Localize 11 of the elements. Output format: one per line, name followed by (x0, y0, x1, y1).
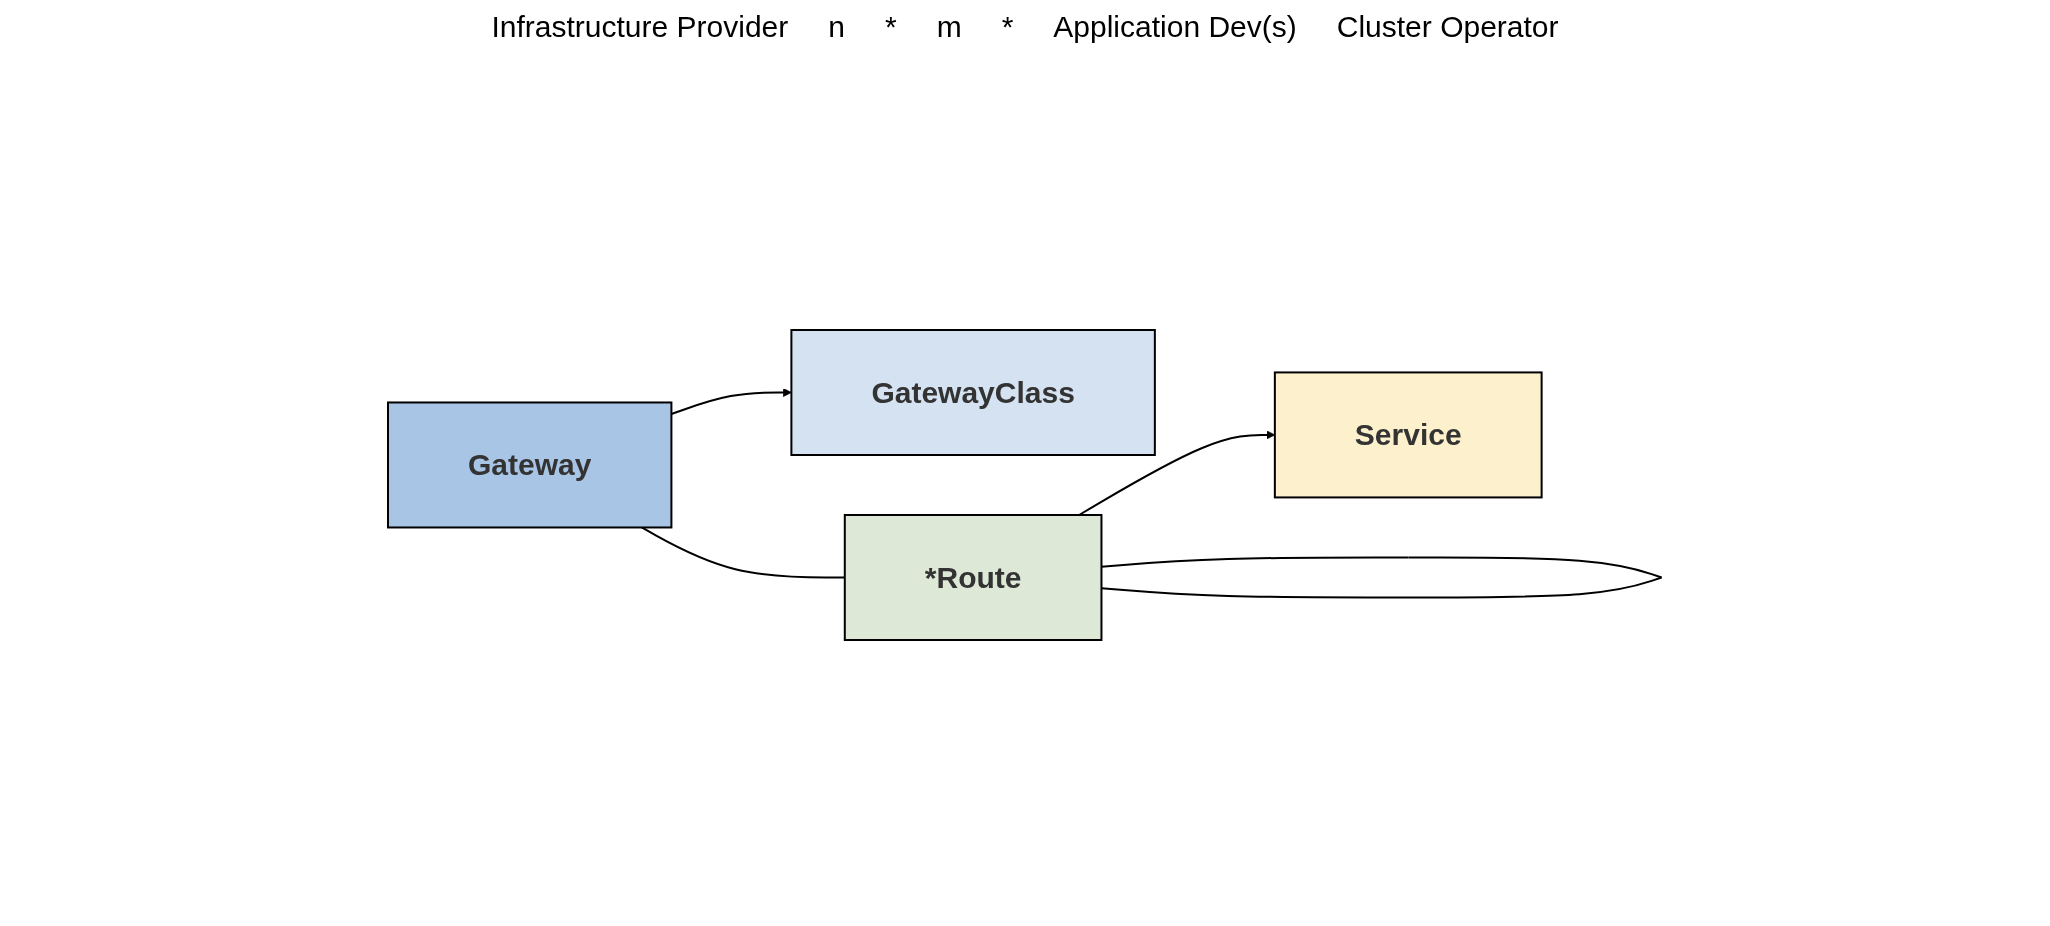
node-box: GatewayClass (790, 329, 1156, 456)
node-box: Gateway (387, 401, 673, 529)
annotation-text: n (828, 10, 845, 44)
node-box: Service (1273, 371, 1543, 499)
annotation-text: Infrastructure Provider (491, 10, 789, 44)
annotation-text: m (936, 10, 962, 44)
node-box: *Route (843, 514, 1103, 641)
annotation-text: * (884, 10, 897, 44)
annotation-text: Application Dev(s) (1053, 10, 1297, 44)
annotation-text: Cluster Operator (1336, 10, 1559, 44)
annotation-text: * (1001, 10, 1014, 44)
